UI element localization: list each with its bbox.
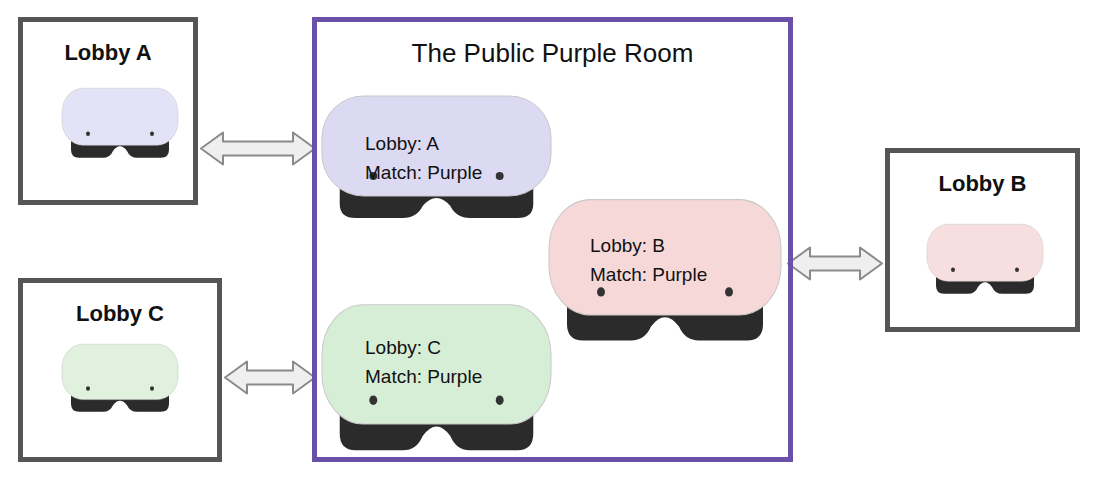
- headset-icon: [62, 88, 178, 157]
- double-arrow: [201, 133, 315, 165]
- match-label: Match: Purple: [365, 362, 482, 391]
- headset-shape: [318, 92, 555, 222]
- headset-label: Lobby: CMatch: Purple: [365, 333, 482, 391]
- lobby-box: Lobby C: [18, 278, 222, 462]
- headset-icon: [927, 224, 1043, 293]
- double-arrow: [225, 362, 315, 394]
- headset-node: Lobby: AMatch: Purple: [318, 92, 555, 222]
- headset-label: Lobby: BMatch: Purple: [590, 231, 707, 289]
- room-title: The Public Purple Room: [317, 38, 788, 68]
- headset-icon: [62, 344, 178, 412]
- match-label: Match: Purple: [365, 158, 482, 187]
- lobby-title: Lobby B: [890, 171, 1075, 197]
- lobby-label: Lobby: A: [365, 129, 482, 158]
- lobby-label: Lobby: B: [590, 231, 707, 260]
- headset-node: Lobby: CMatch: Purple: [318, 300, 555, 455]
- double-arrow: [788, 248, 882, 280]
- lobby-title: Lobby A: [23, 40, 193, 66]
- lobby-box: Lobby A: [18, 17, 198, 205]
- headset-label: Lobby: AMatch: Purple: [365, 129, 482, 187]
- lobby-label: Lobby: C: [365, 333, 482, 362]
- match-label: Match: Purple: [590, 260, 707, 289]
- lobby-title: Lobby C: [23, 301, 217, 327]
- lobby-box: Lobby B: [885, 148, 1080, 332]
- headset-node: Lobby: BMatch: Purple: [545, 195, 785, 345]
- room-box: The Public Purple RoomLobby: AMatch: Pur…: [312, 17, 793, 462]
